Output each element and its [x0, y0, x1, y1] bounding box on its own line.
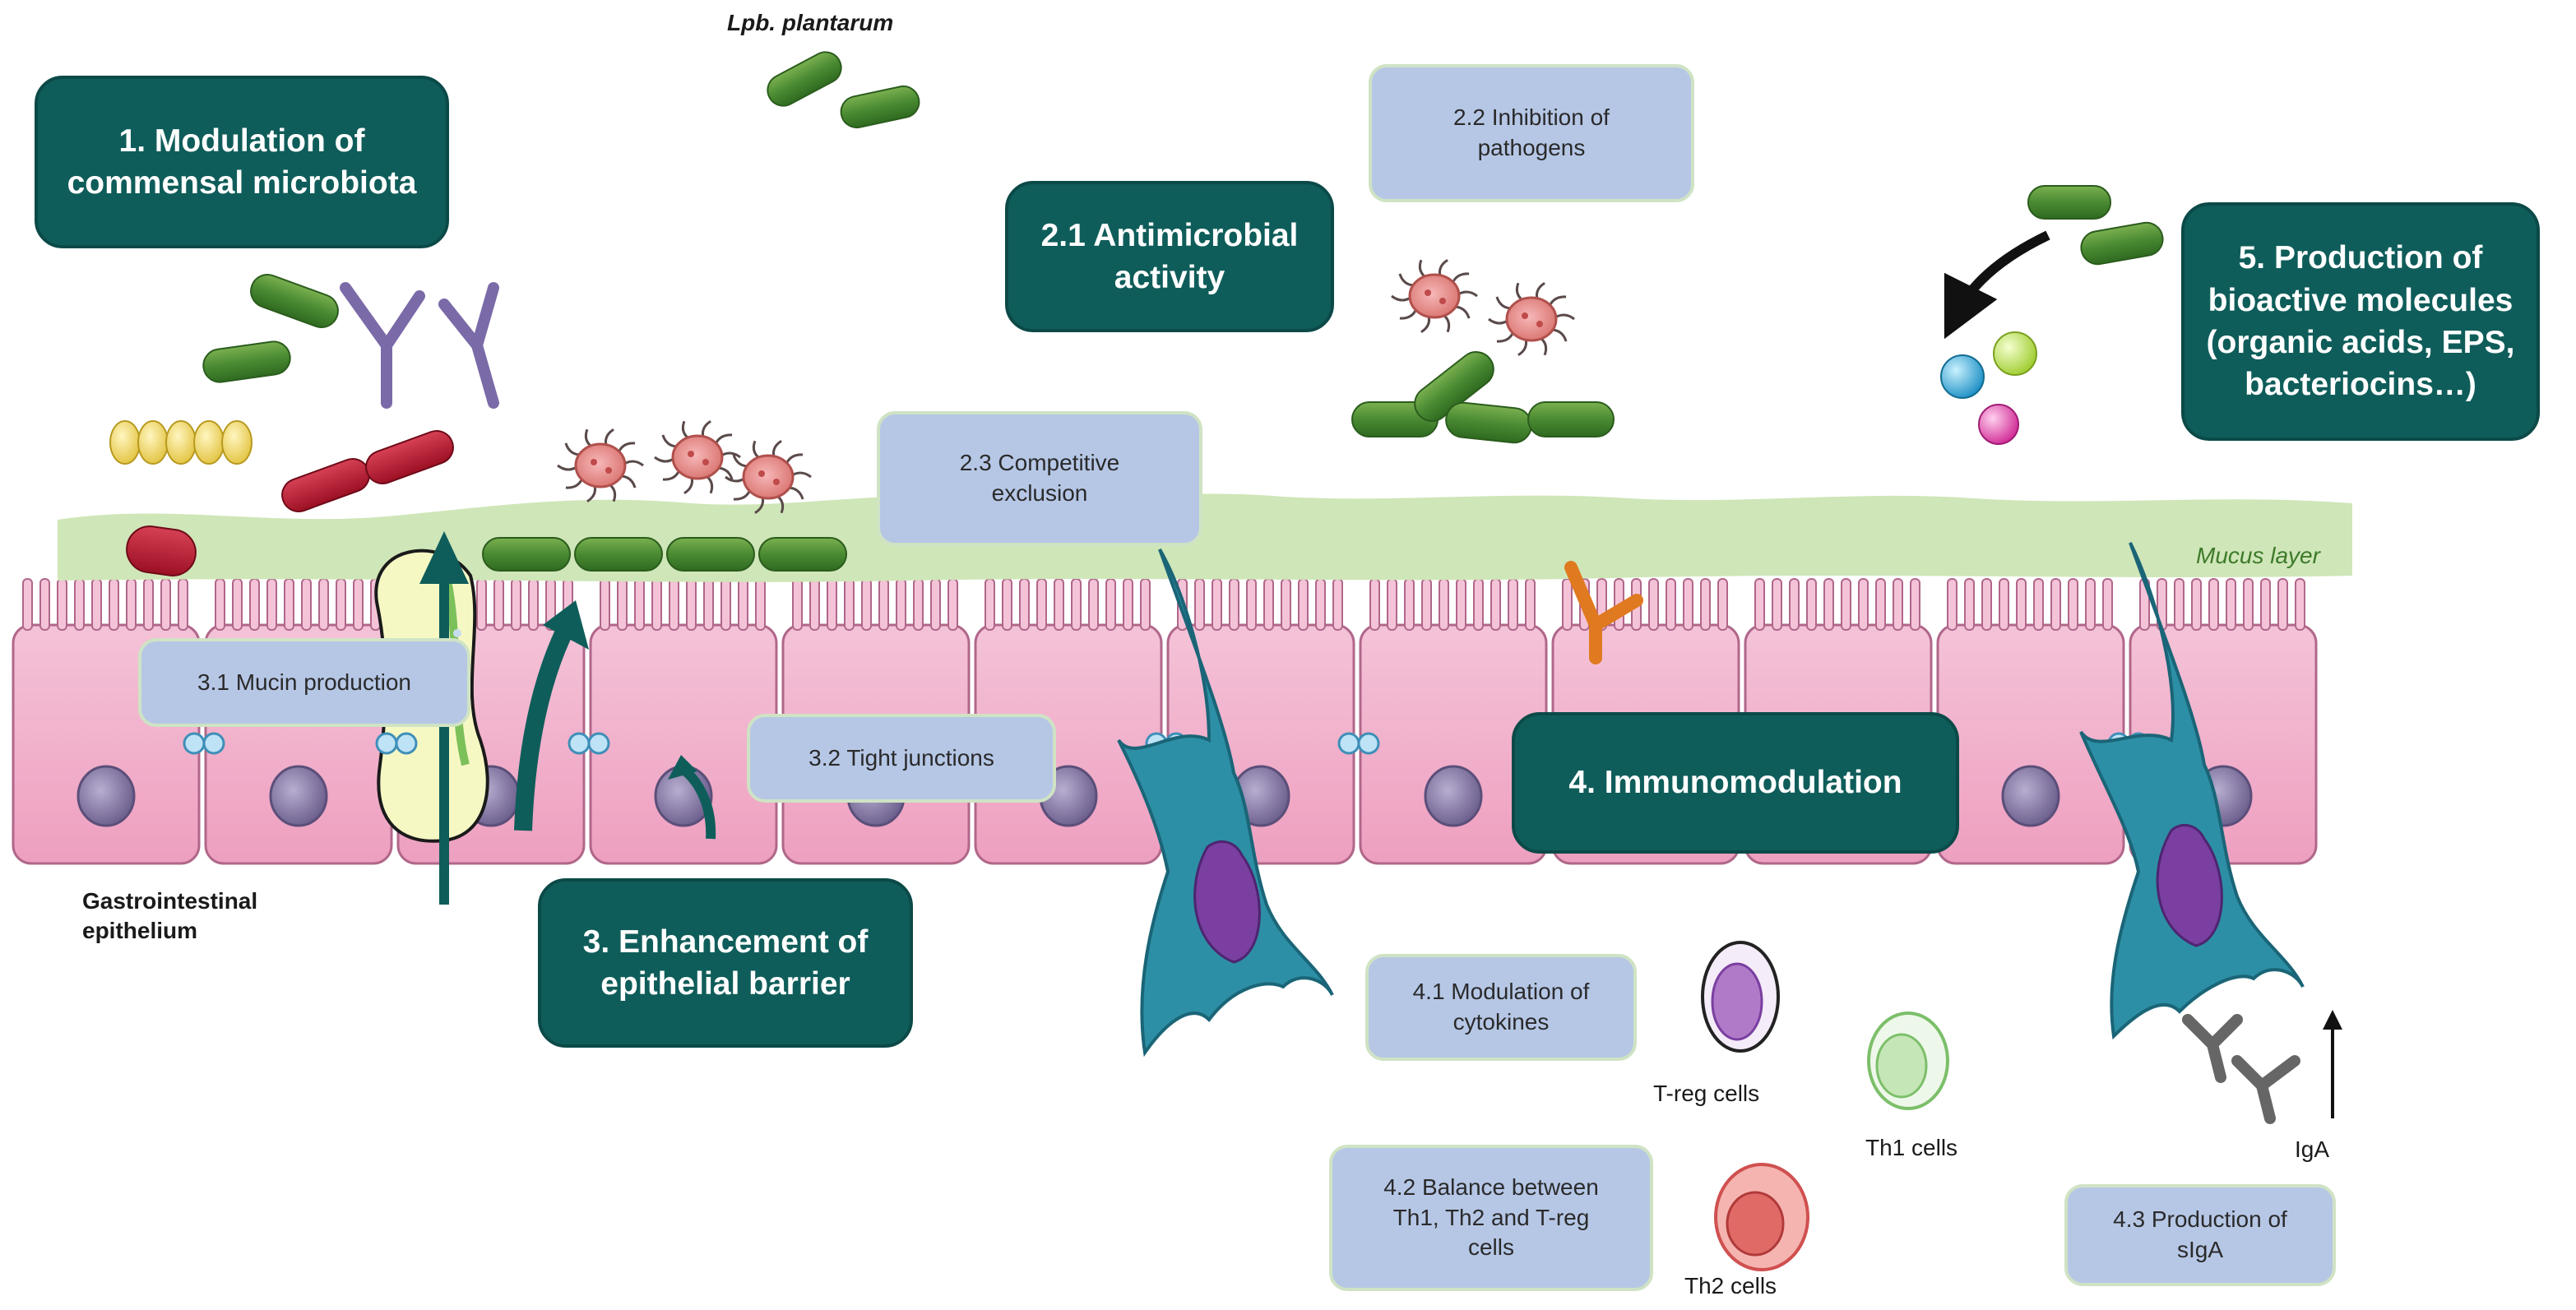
- nucleus-icon: [1424, 765, 1483, 827]
- probiotic-bacterium-icon: [250, 274, 339, 328]
- probiotic-bacterium-icon: [666, 537, 755, 572]
- mechanism-3-2-text: 3.2 Tight junctions: [808, 744, 994, 771]
- treg-cell-icon: [1701, 941, 1780, 1053]
- mechanism-4-1-box: 4.1 Modulation of cytokines: [1365, 954, 1637, 1061]
- nucleus-icon: [2001, 765, 2060, 827]
- mechanism-2-3-text: 2.3 Competitive exclusion: [959, 450, 1120, 506]
- mechanism-3-1-text: 3.1 Mucin production: [197, 669, 411, 695]
- probiotic-bacterium-icon: [1445, 401, 1532, 444]
- pathogenic-bacterium-icon: [126, 525, 197, 576]
- mechanism-3-box: 3. Enhancement of epithelial barrier: [538, 878, 913, 1048]
- mechanism-4-1-text: 4.1 Modulation of cytokines: [1412, 979, 1590, 1035]
- molecule-pink-icon: [1978, 404, 2019, 445]
- production-arrow-icon: [1944, 230, 2050, 340]
- dendritic-cell-right: [2079, 542, 2305, 1040]
- th1-cells-label: Th1 cells: [1865, 1135, 1958, 1160]
- pathogen-icon: [557, 428, 644, 503]
- probiotic-bacterium-icon: [767, 51, 842, 107]
- mechanism-1-box: 1. Modulation of commensal microbiota: [35, 76, 449, 248]
- molecule-lime-icon: [1993, 331, 2037, 376]
- mechanism-3-1-box: 3.1 Mucin production: [138, 638, 470, 727]
- tight-junction-icon: [587, 732, 610, 755]
- mechanism-4-2-box: 4.2 Balance between Th1, Th2 and T-reg c…: [1329, 1145, 1653, 1291]
- pathogen-icon: [1488, 281, 1575, 357]
- epithelial-cell: [1936, 578, 2125, 865]
- cocci-chain-icon: [109, 420, 253, 465]
- receptor-icon: [1564, 561, 1643, 664]
- mechanism-2-1-box: 2.1 Antimicrobial activity: [1005, 181, 1334, 332]
- treg-cells-label: T-reg cells: [1653, 1081, 1760, 1106]
- mechanism-2-3-box: 2.3 Competitive exclusion: [877, 411, 1202, 546]
- epithelium-label: Gastrointestinal epithelium: [82, 888, 258, 944]
- bacterium-label: Lpb. plantarum: [727, 10, 894, 35]
- probiotic-bacterium-icon: [1527, 401, 1615, 437]
- mechanism-1-text: 1. Modulation of commensal microbiota: [67, 123, 417, 201]
- pathogen-icon: [725, 439, 812, 515]
- tight-junction-icon: [395, 732, 418, 755]
- pathogenic-bacterium-icon: [281, 458, 370, 512]
- mechanism-4-3-text: 4.3 Production of sIgA: [2113, 1206, 2287, 1262]
- tight-junction-icon: [202, 732, 225, 755]
- nucleus-icon: [269, 765, 328, 827]
- mechanism-3-text: 3. Enhancement of epithelial barrier: [582, 923, 869, 1002]
- probiotic-bacterium-icon: [1414, 351, 1494, 422]
- barrier-arrowhead-icon: [543, 600, 589, 650]
- mechanism-3-2-box: 3.2 Tight junctions: [747, 714, 1056, 803]
- mechanism-5-text: 5. Production of bioactive molecules (or…: [2206, 240, 2515, 403]
- probiotic-bacterium-icon: [2027, 185, 2111, 220]
- iga-label: IgA: [2295, 1136, 2330, 1162]
- tight-junction-icon: [183, 732, 206, 755]
- probiotic-bacterium-icon: [840, 85, 920, 129]
- mechanism-2-1-text: 2.1 Antimicrobial activity: [1040, 217, 1299, 295]
- pathogens: [557, 258, 1575, 515]
- pathogenic-bacterium-icon: [365, 430, 454, 484]
- th1-cell-icon: [1867, 1011, 1949, 1110]
- junction-arrowhead-icon: [668, 755, 697, 780]
- barrier-arrow-icon: [514, 621, 576, 831]
- mechanism-4-box: 4. Immunomodulation: [1512, 712, 1959, 854]
- pathogen-icon: [654, 419, 741, 495]
- probiotic-bacterium-icon: [482, 537, 571, 572]
- mechanism-2-2-text: 2.2 Inhibition of pathogens: [1453, 104, 1610, 160]
- bacteria: [126, 51, 2164, 576]
- probiotic-bacterium-icon: [574, 537, 663, 572]
- iga-antibody-icon: [2182, 1014, 2300, 1124]
- epithelial-cell: [589, 578, 778, 865]
- molecule-blue-icon: [1940, 354, 1985, 399]
- th2-cell-icon: [1714, 1163, 1809, 1271]
- dendritic-cell-left: [1117, 549, 1334, 1058]
- antibody-icon: [340, 282, 499, 409]
- th2-cells-label: Th2 cells: [1684, 1273, 1777, 1298]
- tight-junction-icon: [375, 732, 398, 755]
- nucleus-icon: [76, 765, 136, 827]
- mechanism-4-2-text: 4.2 Balance between Th1, Th2 and T-reg c…: [1383, 1173, 1599, 1261]
- mechanism-5-box: 5. Production of bioactive molecules (or…: [2181, 202, 2540, 441]
- tight-junction-icon: [1337, 732, 1360, 755]
- mucus-layer-label: Mucus layer: [2196, 543, 2320, 568]
- mechanism-2-2-box: 2.2 Inhibition of pathogens: [1369, 64, 1694, 202]
- pathogen-icon: [1391, 258, 1478, 334]
- tight-junction-icon: [568, 732, 591, 755]
- probiotic-bacterium-icon: [2080, 221, 2164, 266]
- mechanism-4-text: 4. Immunomodulation: [1568, 765, 1902, 801]
- probiotic-bacterium-icon: [758, 537, 847, 572]
- mechanism-4-3-box: 4.3 Production of sIgA: [2064, 1184, 2336, 1286]
- tight-junction-icon: [1357, 732, 1380, 755]
- probiotic-bacterium-icon: [202, 340, 291, 383]
